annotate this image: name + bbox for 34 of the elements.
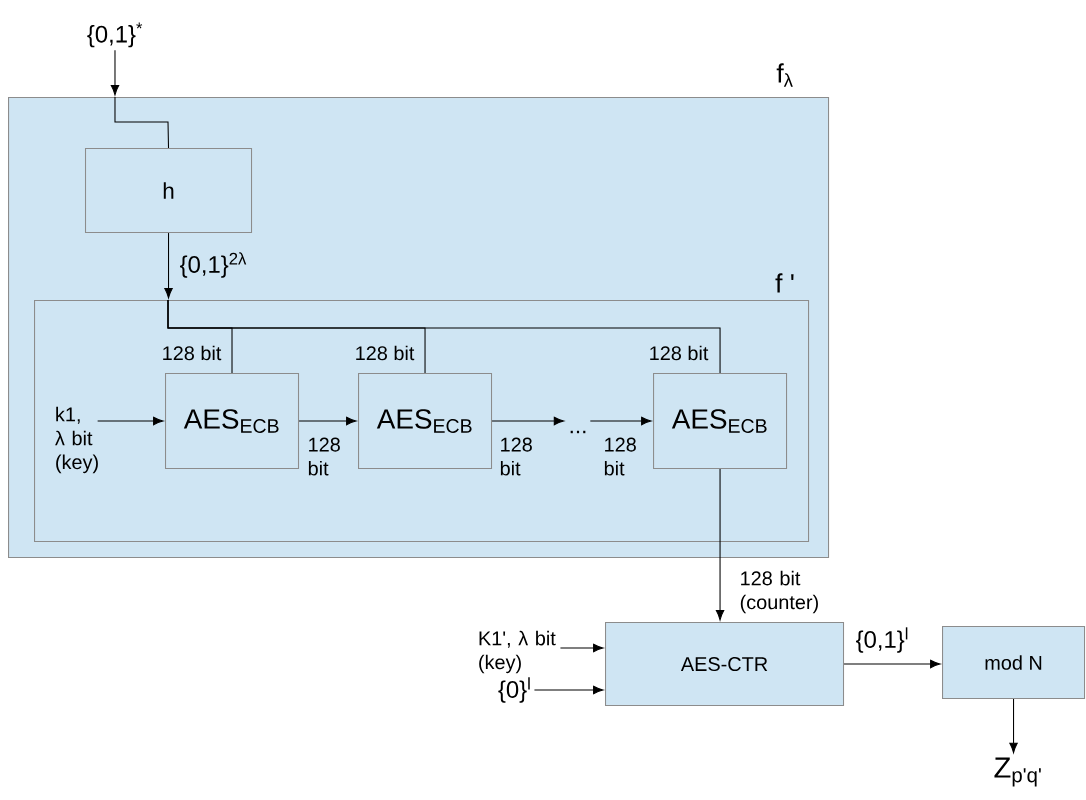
edge-label: 128 bit xyxy=(308,437,340,476)
arrow xyxy=(715,468,725,621)
process-box: AES-CTR xyxy=(605,622,845,707)
arrow xyxy=(533,685,604,695)
edge-label: 128 bit xyxy=(650,345,709,361)
edge-label: 128 bit xyxy=(604,437,636,476)
arrow xyxy=(110,49,120,96)
input-label: {0}$^{l}$ xyxy=(498,677,530,703)
output-label: Z$_{p'q'}$ xyxy=(994,757,1041,787)
arrow xyxy=(97,416,164,426)
ellipsis: ... xyxy=(570,430,586,434)
input-label: {0,1}$^{*}$ xyxy=(87,22,143,48)
edge-label: 128 bit (counter) xyxy=(740,570,818,614)
process-box: AES$_{ECB}$ xyxy=(358,373,493,470)
process-box: AES$_{ECB}$ xyxy=(165,373,300,470)
process-box: AES$_{ECB}$ xyxy=(653,373,788,470)
arrow xyxy=(589,416,652,426)
arrow xyxy=(1009,698,1018,754)
edge-label: 128 bit xyxy=(500,437,532,476)
arrow xyxy=(559,643,604,653)
arrow xyxy=(843,659,941,669)
edge-label: {0,1}$^{l}$ xyxy=(856,627,908,653)
edge-label: 128 bit xyxy=(356,345,415,361)
arrow xyxy=(164,232,173,299)
edge-label: 128 bit xyxy=(163,345,222,361)
arrow xyxy=(491,416,565,426)
input-label: K1', λ bit (key) xyxy=(479,630,556,674)
edge-label: {0,1}$^{2λ}$ xyxy=(180,252,247,278)
arrow xyxy=(298,416,357,426)
process-box: mod N xyxy=(942,626,1086,700)
node-label: f$_{λ}$ xyxy=(776,63,793,87)
node-label: f ' xyxy=(775,273,794,293)
process-box: h xyxy=(85,148,253,234)
input-label: k1, λ bit (key) xyxy=(55,406,98,474)
